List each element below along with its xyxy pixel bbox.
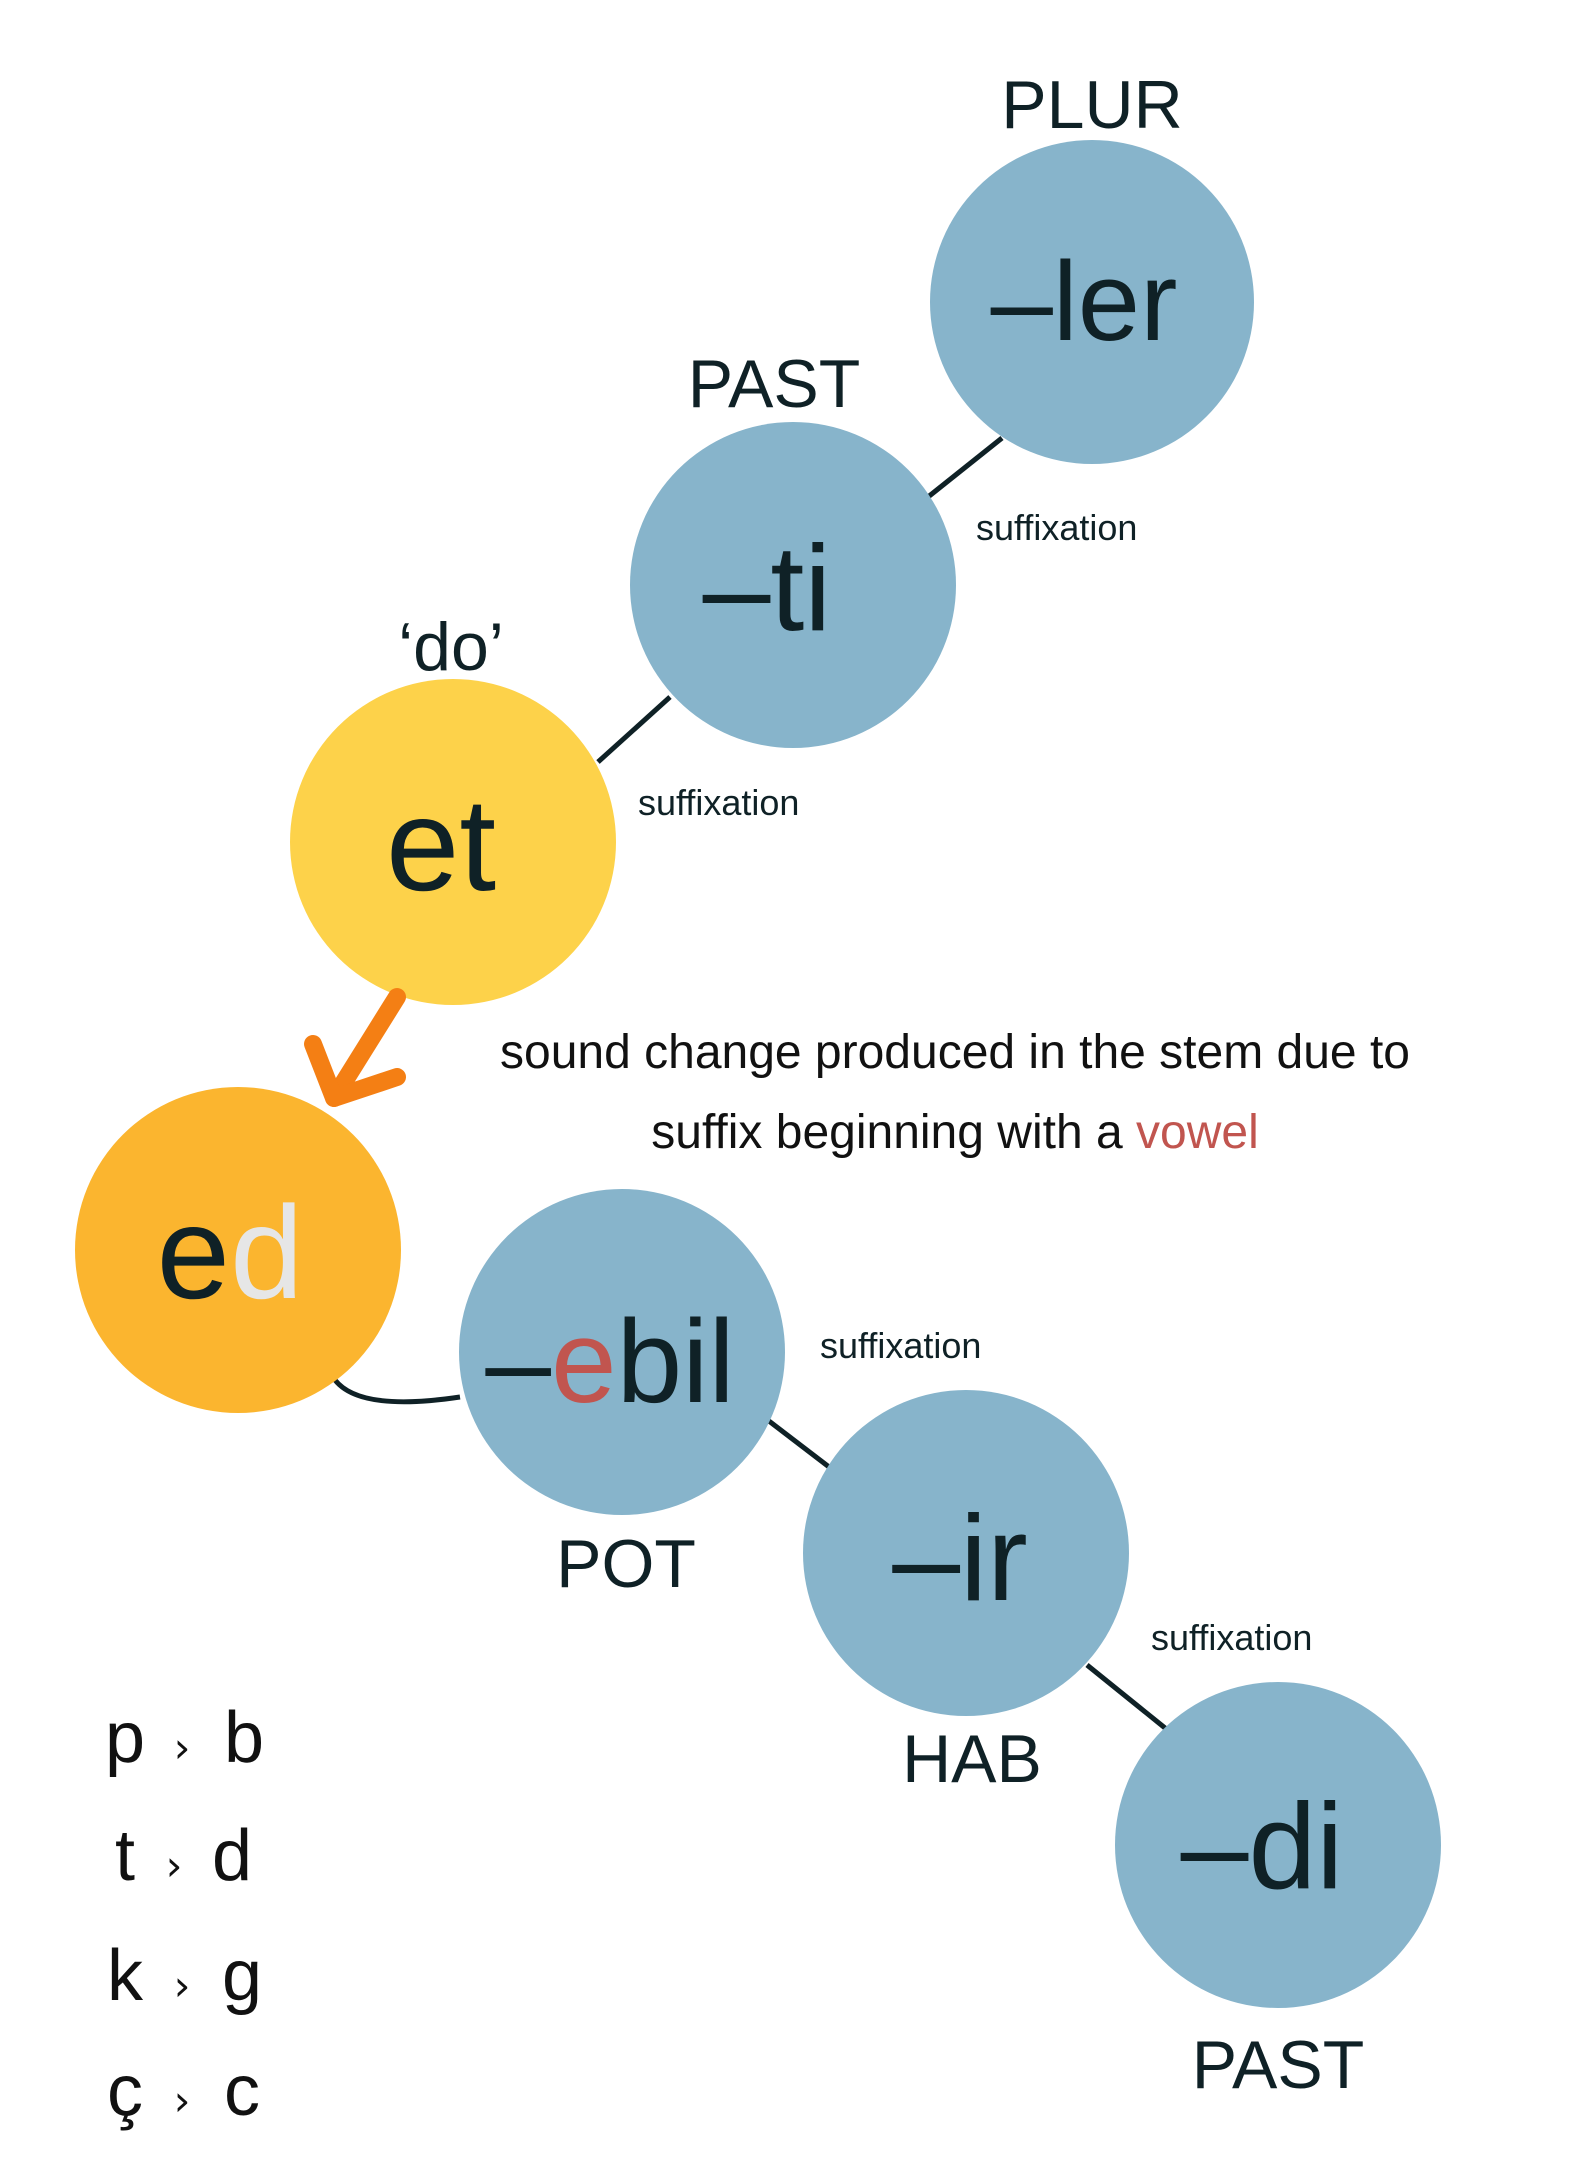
connector-ir-di bbox=[1085, 1663, 1172, 1734]
gloss-plur: PLUR bbox=[1001, 67, 1182, 143]
gloss-hab: HAB bbox=[902, 1721, 1042, 1797]
sound-change-arrow bbox=[304, 988, 406, 1107]
connector-ti-ler bbox=[926, 436, 1004, 499]
rule-separator: › bbox=[174, 2076, 191, 2125]
suffix-ler-label: –ler bbox=[991, 239, 1178, 364]
ebil-rest: bil bbox=[617, 1296, 735, 1428]
root-et-circle bbox=[290, 679, 616, 1005]
rule-from: t bbox=[115, 1816, 135, 1896]
edge-label-et-ti: suffixation bbox=[638, 782, 799, 823]
suffix-ti-circle bbox=[630, 422, 956, 748]
suffix-ir-label: –ir bbox=[892, 1490, 1028, 1626]
note-vowel-highlight: vowel bbox=[1136, 1106, 1259, 1159]
sound-change-note-line1: sound change produced in the stem due to bbox=[500, 1026, 1410, 1079]
changed-stem-ed-label: ed bbox=[157, 1179, 304, 1326]
suffix-di-label: –di bbox=[1181, 1778, 1344, 1914]
gloss-do: ‘do’ bbox=[398, 609, 504, 685]
stem-vowel: e bbox=[157, 1179, 230, 1326]
changed-stem-ed-circle bbox=[75, 1087, 401, 1413]
suffix-di-circle bbox=[1115, 1682, 1441, 2008]
rule-to: b bbox=[224, 1698, 264, 1778]
connector-et-ti bbox=[596, 695, 672, 764]
ebil-dash: – bbox=[485, 1296, 551, 1428]
changed-consonant: d bbox=[230, 1179, 303, 1326]
rule-to: g bbox=[222, 1936, 262, 2016]
rule-from: ç bbox=[107, 2051, 143, 2131]
rule-from: k bbox=[107, 1936, 144, 2016]
rule-separator: › bbox=[174, 1723, 191, 1772]
connector-ebil-ir bbox=[763, 1416, 835, 1472]
ebil-vowel: e bbox=[551, 1296, 617, 1428]
gloss-past-di: PAST bbox=[1192, 2027, 1365, 2103]
suffix-ebil-label: –ebil bbox=[485, 1296, 734, 1428]
rule-separator: › bbox=[174, 1961, 191, 2010]
consonant-rules: p › b t › d k › g ç › c bbox=[105, 1698, 264, 2131]
edge-label-ir-di: suffixation bbox=[1151, 1617, 1312, 1658]
rule-to: c bbox=[224, 2051, 260, 2131]
connector-ed-ebil bbox=[333, 1378, 461, 1405]
suffix-ir-circle bbox=[803, 1390, 1129, 1716]
sound-change-note-line2: suffix beginning with a vowel bbox=[651, 1106, 1258, 1159]
note-prefix: suffix beginning with a bbox=[651, 1106, 1136, 1159]
rule-from: p bbox=[105, 1698, 145, 1778]
suffix-ebil-circle bbox=[459, 1189, 785, 1515]
rule-separator: › bbox=[166, 1841, 183, 1890]
gloss-pot: POT bbox=[556, 1526, 696, 1602]
edge-label-ti-ler: suffixation bbox=[976, 507, 1137, 548]
root-et-label: et bbox=[386, 771, 496, 918]
edge-label-ebil-ir: suffixation bbox=[820, 1325, 981, 1366]
suffix-ti-label: –ti bbox=[703, 520, 832, 656]
suffix-ler-circle bbox=[930, 140, 1254, 464]
rule-to: d bbox=[212, 1816, 252, 1896]
gloss-past-ti: PAST bbox=[688, 346, 861, 422]
